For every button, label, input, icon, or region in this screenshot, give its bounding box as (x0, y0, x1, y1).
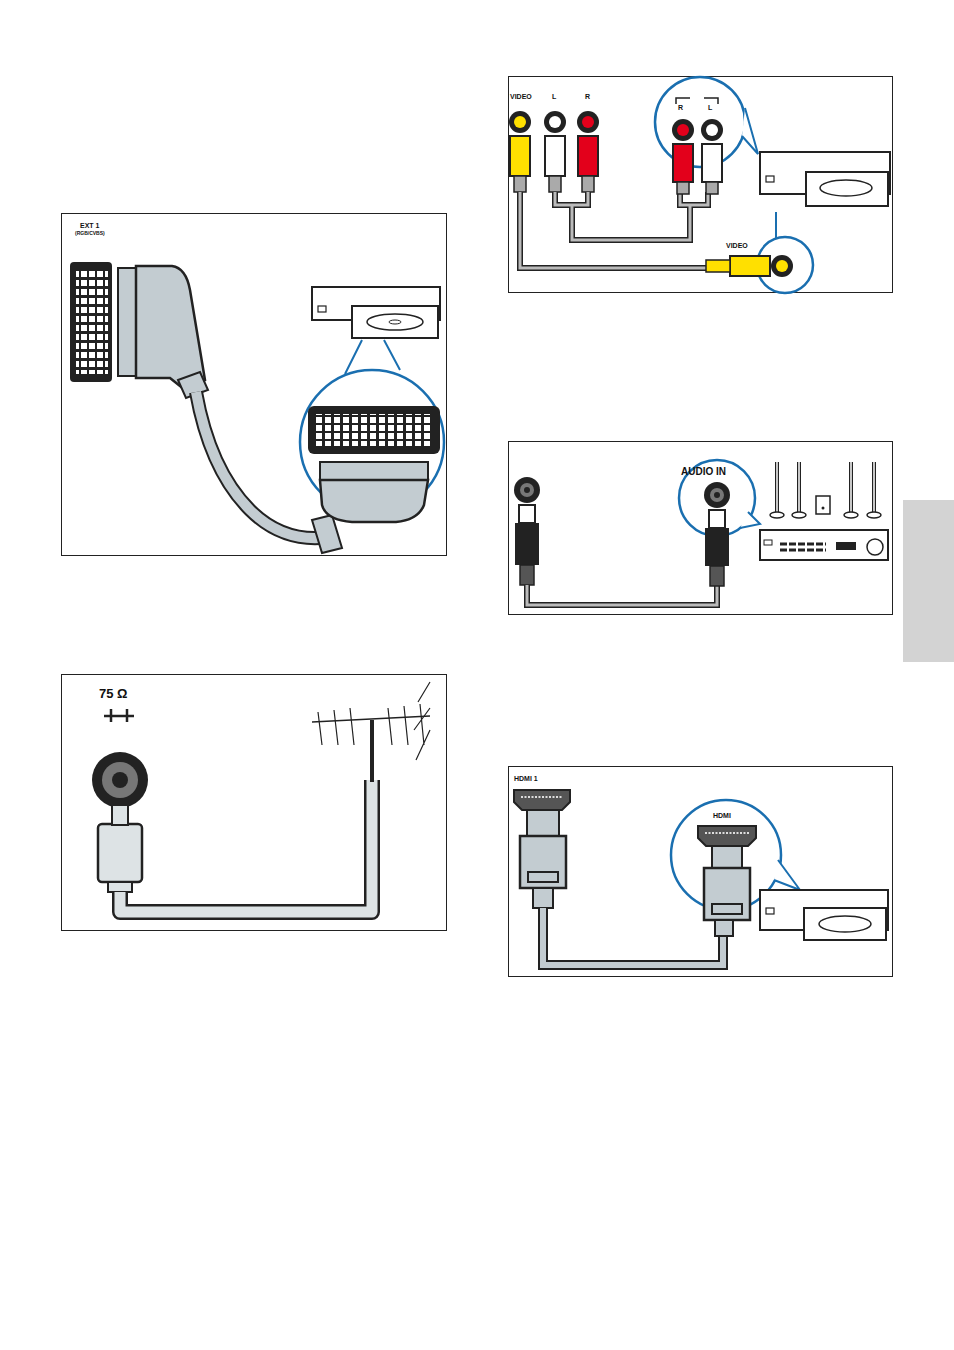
port-label: L (552, 93, 556, 100)
port-label: VIDEO (510, 93, 532, 100)
side-tab (903, 500, 954, 662)
composite-panel (509, 77, 893, 294)
port-label: R (585, 93, 590, 100)
port-label: AUDIO IN (681, 467, 726, 477)
port-label: R (678, 104, 683, 111)
scart-panel (62, 214, 447, 556)
audio-panel (509, 442, 893, 615)
antenna-panel (62, 675, 447, 931)
port-label: (RGB/CVBS) (75, 231, 105, 236)
port-label: 75 Ω (99, 687, 128, 700)
port-label: HDMI (713, 812, 731, 819)
port-label: HDMI 1 (514, 775, 538, 782)
port-label: VIDEO (726, 242, 748, 249)
port-label: L (708, 104, 712, 111)
hdmi-panel (509, 767, 893, 977)
port-label: EXT 1 (80, 222, 99, 229)
